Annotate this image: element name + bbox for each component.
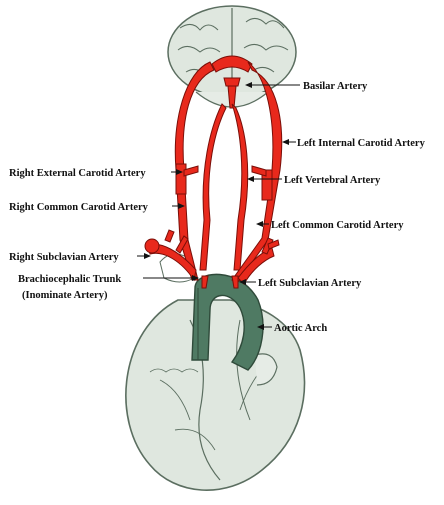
- label-left-common-carotid: Left Common Carotid Artery: [271, 220, 404, 231]
- arteries: [144, 55, 283, 289]
- label-inominate: (Inominate Artery): [22, 290, 108, 301]
- label-aortic-arch: Aortic Arch: [274, 323, 327, 334]
- aortic-arch: [191, 273, 264, 371]
- label-brachiocephalic: Brachiocephalic Trunk: [18, 274, 121, 285]
- label-right-common-carotid: Right Common Carotid Artery: [9, 202, 149, 213]
- label-left-vertebral: Left Vertebral Artery: [284, 175, 381, 186]
- label-right-external-carotid: Right External Carotid Artery: [9, 168, 146, 179]
- label-basilar-artery: Basilar Artery: [303, 81, 368, 92]
- label-left-subclavian: Left Subclavian Artery: [258, 278, 362, 289]
- label-right-subclavian: Right Subclavian Artery: [9, 252, 119, 263]
- labels: Basilar Artery Left Internal Carotid Art…: [9, 81, 426, 334]
- label-left-internal-carotid: Left Internal Carotid Artery: [297, 138, 426, 149]
